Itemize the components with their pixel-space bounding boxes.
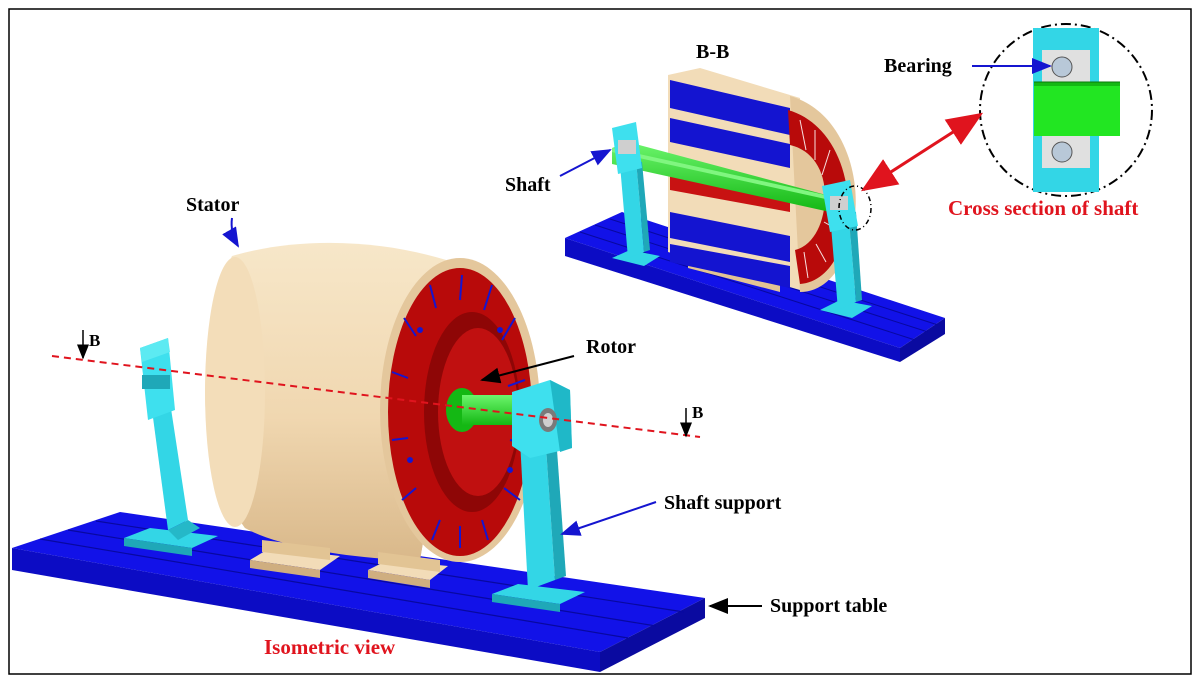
label-cross-section: Cross section of shaft [948, 196, 1138, 220]
section-stator-slots [670, 80, 790, 288]
arrow-stator [222, 217, 239, 248]
section-line-bb [51, 355, 701, 438]
label-support-table: Support table [770, 595, 887, 617]
stator-cylinder [205, 242, 540, 562]
stator-feet [250, 540, 448, 588]
b-marker-right: B [692, 403, 703, 422]
bearing-detail-marker [838, 185, 872, 231]
frame-border [8, 8, 1192, 675]
shaft-support-right [492, 380, 585, 612]
b-marker-left: B [89, 331, 100, 350]
arrow-shaft [559, 149, 612, 177]
label-stator: Stator [186, 194, 239, 216]
arrow-rotor [480, 355, 575, 384]
label-shaft: Shaft [505, 174, 551, 196]
label-rotor: Rotor [586, 336, 636, 358]
label-bearing: Bearing [884, 55, 952, 77]
label-shaft-support: Shaft support [664, 492, 782, 514]
isometric-assembly: B B [12, 242, 705, 672]
shaft-support-left [124, 338, 218, 556]
label-bb: B-B [696, 41, 729, 63]
section-view-bb [565, 68, 945, 362]
cross-section-detail [979, 23, 1153, 197]
arrow-shaft-support [560, 501, 657, 536]
label-isometric-view: Isometric view [264, 635, 396, 659]
arrow-cross-section [860, 112, 984, 192]
